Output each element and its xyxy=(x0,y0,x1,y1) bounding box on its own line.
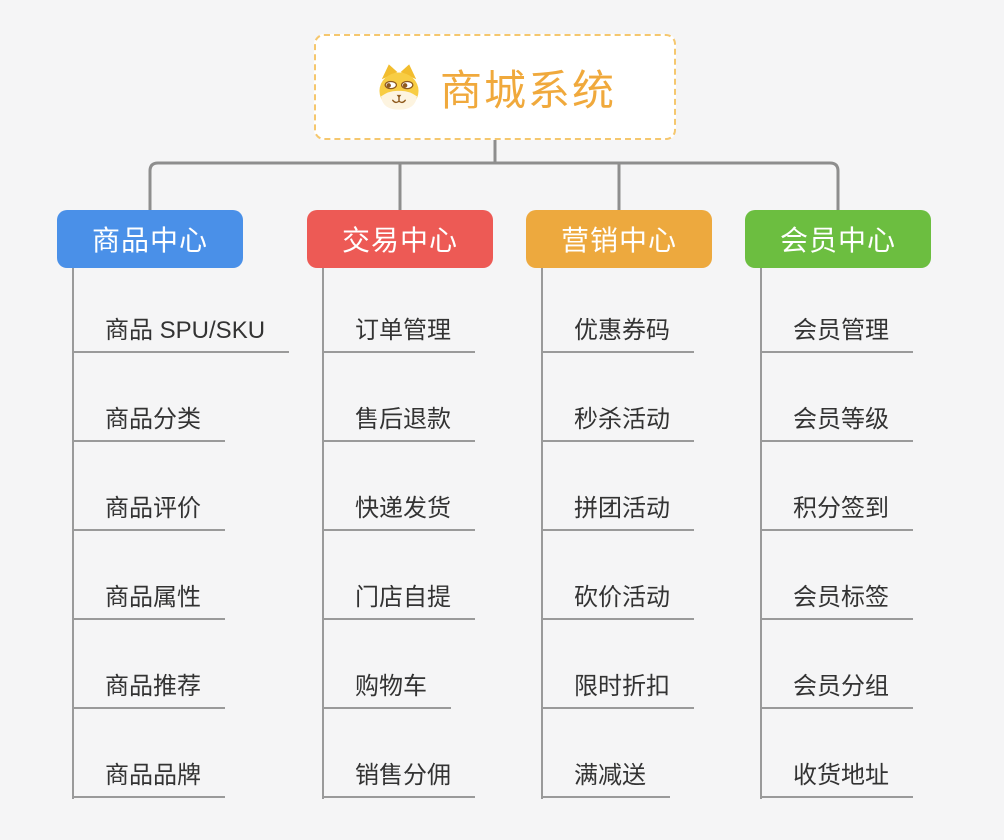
leaf-node-product-center-4[interactable]: 商品推荐 xyxy=(73,671,225,709)
root-node[interactable]: 商城系统 xyxy=(314,34,676,140)
leaf-node-marketing-center-1[interactable]: 秒杀活动 xyxy=(542,404,694,442)
leaf-node-member-center-5[interactable]: 收货地址 xyxy=(761,760,913,798)
leaf-node-product-center-0[interactable]: 商品 SPU/SKU xyxy=(73,315,290,353)
branch-label: 会员中心 xyxy=(779,225,896,256)
branch-node-member-center[interactable]: 会员中心 xyxy=(745,210,931,268)
leaf-node-marketing-center-2[interactable]: 拼团活动 xyxy=(542,493,694,531)
branch-trunk-line xyxy=(322,268,324,799)
leaf-node-trade-center-5[interactable]: 销售分佣 xyxy=(323,760,475,798)
leaf-node-trade-center-0[interactable]: 订单管理 xyxy=(323,315,475,353)
doge-icon xyxy=(379,64,419,110)
branch-trunk-line xyxy=(541,268,543,799)
branch-label: 营销中心 xyxy=(560,225,677,256)
branch-trunk-line xyxy=(72,268,74,799)
leaf-node-member-center-3[interactable]: 会员标签 xyxy=(761,582,913,620)
branch-node-product-center[interactable]: 商品中心 xyxy=(57,210,243,268)
leaf-node-product-center-1[interactable]: 商品分类 xyxy=(73,404,225,442)
branch-node-trade-center[interactable]: 交易中心 xyxy=(307,210,493,268)
leaf-node-marketing-center-4[interactable]: 限时折扣 xyxy=(542,671,694,709)
leaf-node-member-center-4[interactable]: 会员分组 xyxy=(761,671,913,709)
leaf-node-trade-center-1[interactable]: 售后退款 xyxy=(323,404,475,442)
leaf-node-marketing-center-3[interactable]: 砍价活动 xyxy=(542,582,694,620)
leaf-node-trade-center-4[interactable]: 购物车 xyxy=(323,671,451,709)
root-title: 商城系统 xyxy=(439,66,616,114)
leaf-node-marketing-center-0[interactable]: 优惠券码 xyxy=(542,315,694,353)
leaf-node-product-center-2[interactable]: 商品评价 xyxy=(73,493,225,531)
branch-node-marketing-center[interactable]: 营销中心 xyxy=(526,210,712,268)
leaf-node-member-center-0[interactable]: 会员管理 xyxy=(761,315,913,353)
branch-trunk-line xyxy=(760,268,762,799)
leaf-node-trade-center-2[interactable]: 快递发货 xyxy=(323,493,475,531)
branch-label: 交易中心 xyxy=(341,225,458,256)
leaf-node-marketing-center-5[interactable]: 满减送 xyxy=(542,760,670,798)
leaf-node-trade-center-3[interactable]: 门店自提 xyxy=(323,582,475,620)
leaf-node-member-center-1[interactable]: 会员等级 xyxy=(761,404,913,442)
branch-label: 商品中心 xyxy=(91,225,208,256)
leaf-node-product-center-3[interactable]: 商品属性 xyxy=(73,582,225,620)
leaf-node-product-center-5[interactable]: 商品品牌 xyxy=(73,760,225,798)
leaf-node-member-center-2[interactable]: 积分签到 xyxy=(761,493,913,531)
